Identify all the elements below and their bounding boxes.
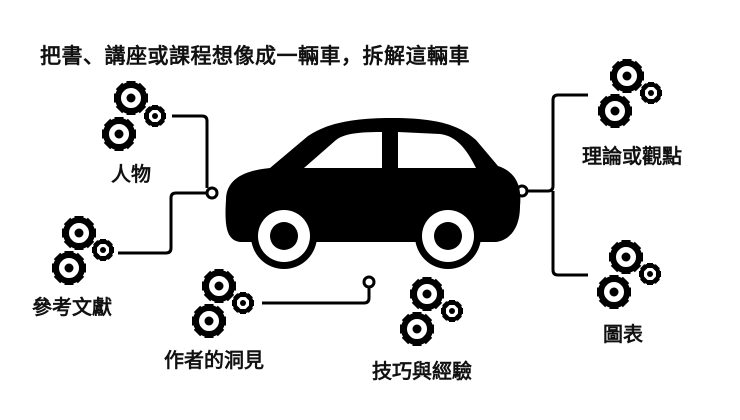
connector-lines <box>118 93 588 305</box>
node-label-theory: 理論或觀點 <box>582 144 682 168</box>
gear-icon <box>52 216 116 285</box>
gear-icon <box>192 269 256 338</box>
node-label-references: 參考文獻 <box>32 295 112 319</box>
gear-icon <box>598 59 664 128</box>
connector-people <box>172 114 209 188</box>
car-icon <box>225 118 521 269</box>
gear-icon <box>597 240 663 309</box>
connector-theory <box>520 93 588 193</box>
connector-references <box>118 191 212 255</box>
gear-icon <box>102 81 168 151</box>
node-label-skills: 技巧與經驗 <box>372 359 472 383</box>
node-label-author-insight: 作者的洞見 <box>164 348 264 372</box>
connector-insight-skills <box>262 286 371 305</box>
connector-charts <box>551 191 588 277</box>
node-label-charts: 圖表 <box>603 322 643 346</box>
diagram-title: 把書、講座或課程想像成一輛車，拆解這輛車 <box>40 44 470 68</box>
node-label-people: 人物 <box>111 162 151 186</box>
gear-icon <box>400 277 465 346</box>
